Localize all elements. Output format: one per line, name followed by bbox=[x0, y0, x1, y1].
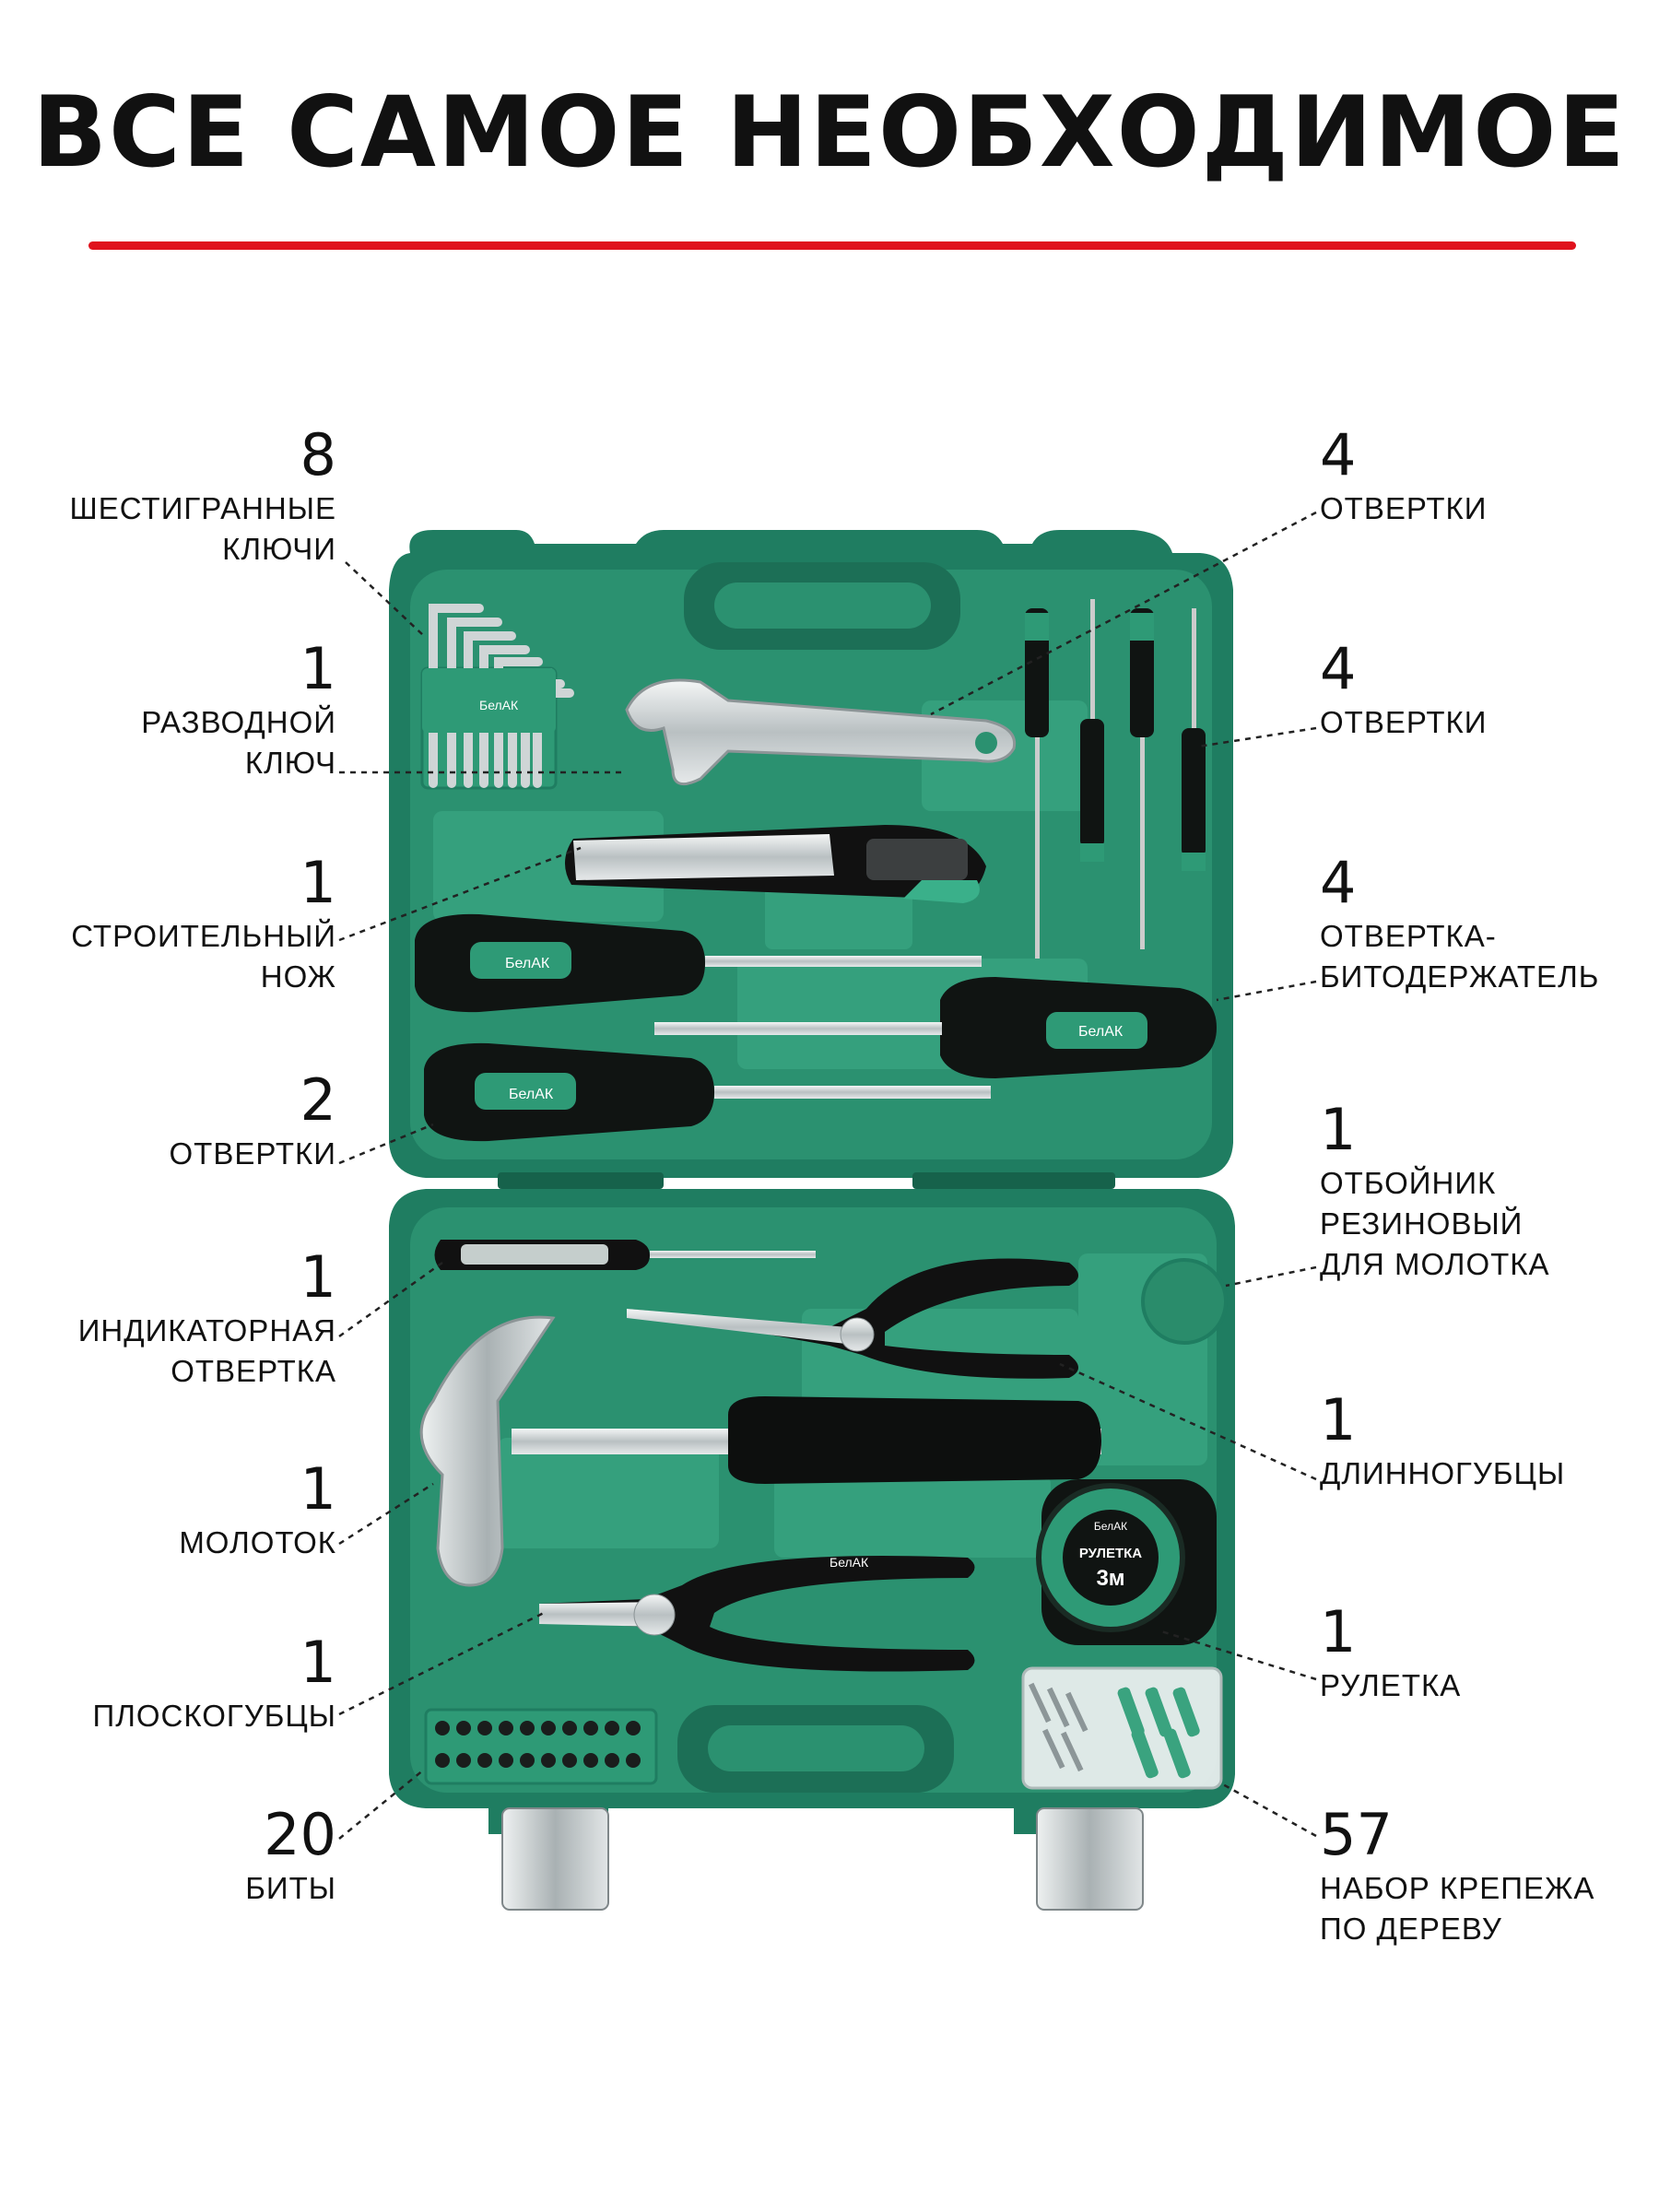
bit-holder-screwdriver: БелАК bbox=[654, 977, 1217, 1078]
callout-fasteners: 57 НАБОР КРЕПЕЖА ПО ДЕРЕВУ bbox=[1320, 1802, 1652, 1949]
page-title: ВСЕ САМОЕ НЕОБХОДИМОЕ bbox=[32, 76, 1627, 189]
logo-on-screwdriver-2: БелАК bbox=[509, 1087, 554, 1102]
bits-holder bbox=[424, 1708, 658, 1785]
leader-lines bbox=[338, 511, 1317, 1840]
callout-adjustable-wrench: 1 РАЗВОДНОЙ КЛЮЧ bbox=[37, 636, 336, 783]
callout-count: 20 bbox=[264, 1801, 336, 1868]
callout-bit-holder: 4 ОТВЕРТКА- БИТОДЕРЖАТЕЛЬ bbox=[1320, 850, 1652, 997]
callout-count: 1 bbox=[1320, 1598, 1357, 1665]
combination-pliers: БелАК bbox=[539, 1555, 975, 1672]
hammer bbox=[419, 1315, 1101, 1587]
callout-utility-knife: 1 СТРОИТЕЛЬНЫЙ НОЖ bbox=[37, 850, 336, 997]
callout-indicator-screwdriver: 1 ИНДИКАТОРНАЯ ОТВЕРТКА bbox=[37, 1244, 336, 1392]
callout-long-nose-pliers: 1 ДЛИННОГУБЦЫ bbox=[1320, 1387, 1652, 1494]
utility-knife bbox=[564, 825, 986, 903]
callout-text: РАЗВОДНОЙ КЛЮЧ bbox=[141, 705, 336, 780]
callout-text: РУЛЕТКА bbox=[1320, 1668, 1462, 1702]
callout-screwdrivers-4a: 4 ОТВЕРТКИ bbox=[1320, 422, 1652, 529]
callout-hammer: 1 МОЛОТОК bbox=[37, 1456, 336, 1563]
callout-tape-measure: 1 РУЛЕТКА bbox=[1320, 1599, 1652, 1706]
title-underline bbox=[88, 241, 1576, 250]
callout-count: 4 bbox=[1320, 635, 1357, 702]
callout-count: 1 bbox=[1320, 1096, 1357, 1163]
callout-pliers: 1 ПЛОСКОГУБЦЫ bbox=[37, 1630, 336, 1736]
hex-keys-set: БелАК bbox=[420, 604, 574, 790]
callout-bits: 20 БИТЫ bbox=[37, 1802, 336, 1909]
callout-count: 1 bbox=[1320, 1386, 1357, 1453]
large-screwdriver-2: БелАК bbox=[424, 1042, 991, 1142]
callout-count: 8 bbox=[300, 421, 336, 488]
callout-count: 1 bbox=[300, 1629, 336, 1696]
large-screwdriver-1: БелАК bbox=[415, 913, 982, 1013]
case-hinges bbox=[498, 1172, 1115, 1189]
callout-count: 2 bbox=[300, 1066, 336, 1134]
callout-text: ДЛИННОГУБЦЫ bbox=[1320, 1456, 1566, 1490]
logo-on-pliers: БелАК bbox=[830, 1555, 869, 1570]
logo-on-tape: БелАК bbox=[1094, 1520, 1127, 1533]
callout-text: НАБОР КРЕПЕЖА ПО ДЕРЕВУ bbox=[1320, 1871, 1595, 1946]
tape-length: 3м bbox=[1096, 1566, 1124, 1591]
callout-count: 1 bbox=[300, 849, 336, 916]
adjustable-wrench bbox=[625, 678, 1017, 786]
precision-screwdrivers bbox=[1025, 599, 1206, 959]
tape-measure: РУЛЕТКА 3м БелАК bbox=[1036, 1479, 1217, 1645]
callout-count: 1 bbox=[300, 1243, 336, 1311]
rubber-bumper bbox=[1141, 1258, 1228, 1345]
callout-text: БИТЫ bbox=[245, 1871, 336, 1905]
indicator-screwdriver bbox=[434, 1240, 816, 1270]
callout-text: СТРОИТЕЛЬНЫЙ НОЖ bbox=[71, 919, 336, 994]
callout-text: ОТБОЙНИК РЕЗИНОВЫЙ ДЛЯ МОЛОТКА bbox=[1320, 1166, 1550, 1281]
callout-text: ОТВЕРТКИ bbox=[169, 1136, 336, 1171]
fasteners-box bbox=[1021, 1666, 1223, 1790]
callout-count: 4 bbox=[1320, 849, 1357, 916]
callout-text: ШЕСТИГРАННЫЕ КЛЮЧИ bbox=[69, 491, 336, 566]
logo-on-bit-holder: БелАК bbox=[1078, 1024, 1124, 1040]
callout-count: 57 bbox=[1320, 1801, 1393, 1868]
callout-text: ОТВЕРТКИ bbox=[1320, 491, 1488, 525]
callout-hex-keys: 8 ШЕСТИГРАННЫЕ КЛЮЧИ bbox=[37, 422, 336, 570]
callout-rubber-bumper: 1 ОТБОЙНИК РЕЗИНОВЫЙ ДЛЯ МОЛОТКА bbox=[1320, 1097, 1652, 1285]
callout-text: ИНДИКАТОРНАЯ ОТВЕРТКА bbox=[77, 1313, 336, 1388]
logo-on-screwdriver-1: БелАК bbox=[505, 956, 550, 971]
callout-text: ОТВЕРТКА- БИТОДЕРЖАТЕЛЬ bbox=[1320, 919, 1600, 994]
callout-screwdrivers-2: 2 ОТВЕРТКИ bbox=[37, 1067, 336, 1174]
callout-screwdrivers-4b: 4 ОТВЕРТКИ bbox=[1320, 636, 1652, 743]
callout-count: 1 bbox=[300, 635, 336, 702]
callout-count: 1 bbox=[300, 1455, 336, 1523]
callout-text: МОЛОТОК bbox=[179, 1525, 336, 1559]
callout-text: ОТВЕРТКИ bbox=[1320, 705, 1488, 739]
logo-on-hex-holder: БелАК bbox=[479, 698, 519, 712]
callout-count: 4 bbox=[1320, 421, 1357, 488]
callout-text: ПЛОСКОГУБЦЫ bbox=[92, 1699, 336, 1733]
tape-label: РУЛЕТКА bbox=[1079, 1546, 1142, 1561]
long-nose-pliers bbox=[627, 1258, 1078, 1379]
